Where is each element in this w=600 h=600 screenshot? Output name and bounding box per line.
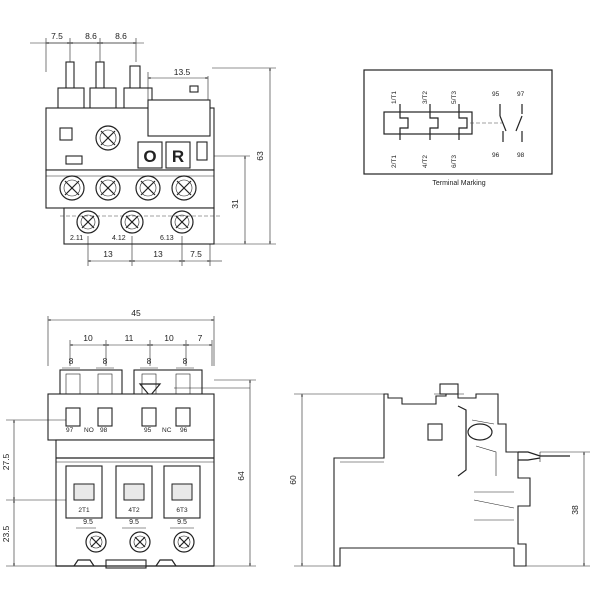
main-label-4t2: 4T2 [128,507,140,514]
side-view: 60 38 [288,383,590,567]
dim-10-a: 10 [83,333,93,343]
dim-23-5: 23.5 [1,525,11,542]
dim-11: 11 [125,333,134,343]
terminal-2-11: 2.11 [70,235,83,242]
dim-8-6-first: 8.6 [85,31,97,41]
top-terminal-posts [57,61,153,111]
heater-elements [383,104,502,140]
screw-icon [85,531,107,553]
dim-13-5: 13.5 [174,67,191,77]
screw-icon [120,210,144,234]
aux-label-97: 97 [66,427,74,434]
screw-icon [170,210,194,234]
label-2-t1: 2/T1 [391,155,398,168]
main-label-6t3: 6T3 [176,507,188,514]
dim-45: 45 [131,308,141,318]
aux-label-no: NO [84,427,94,434]
label-1-t1: 1/T1 [391,91,398,104]
dim-7-5-bottom: 7.5 [190,249,202,259]
terminal-marking-caption: Terminal Marking [432,180,485,187]
dim-60: 60 [288,475,298,485]
aux-label-96: 96 [180,427,188,434]
aux-97: 97 [517,91,525,98]
lower-terminal-block: 2.11 4.12 6.13 [60,207,222,245]
label-6-t3: 6/T3 [451,155,458,168]
dim-7: 7 [198,333,203,343]
relay-body-top-view: O R [45,85,215,209]
dim-7-5-top: 7.5 [51,31,63,41]
dim-9-5-b: 9.5 [129,519,139,526]
button-r-label: R [172,147,184,166]
front-view: 45 10 11 10 7 8 8 8 8 [1,308,256,569]
screw-icon [95,175,121,201]
screw-icon [173,531,195,553]
dim-63: 63 [255,151,265,161]
main-label-2t1: 2T1 [78,507,90,514]
aux-label-nc: NC [162,427,172,434]
aux-label-95: 95 [144,427,152,434]
dim-8-b: 8 [103,356,108,366]
aux-label-98: 98 [100,427,108,434]
dim-13-5-group: 13.5 [147,67,209,100]
dim-27-5: 27.5 [1,453,11,470]
screw-row-upper [59,175,197,201]
dim-9-5-c: 9.5 [177,519,187,526]
dim-8-d: 8 [183,356,188,366]
dim-13-left: 13 [103,249,113,259]
dim-9-5-a: 9.5 [83,519,93,526]
aux-96: 96 [492,152,500,159]
screw-icon [171,175,197,201]
screw-icon [59,175,85,201]
dim-13-right: 13 [153,249,163,259]
label-5-t3: 5/T3 [451,91,458,104]
dim-8-6-second: 8.6 [115,31,127,41]
dim-10-b: 10 [164,333,174,343]
top-dimension-chain: 7.5 8.6 8.6 [30,31,144,72]
terminal-6-13: 6.13 [160,235,174,242]
dim-38: 38 [570,505,580,515]
bottom-dimension-chain: 13 13 7.5 [87,236,222,266]
dim-31: 31 [230,199,240,209]
screw-icon [76,210,100,234]
label-3-t2: 3/T2 [422,91,429,104]
screw-icon [129,531,151,553]
screw-icon [135,175,161,201]
button-o-label: O [143,147,156,166]
terminal-marking-schematic: 1/T1 3/T2 5/T3 2/T1 4/T2 6/T3 95 97 9 [363,69,553,187]
vertical-dims-right: 63 31 [212,67,276,245]
aux-95: 95 [492,91,500,98]
dim-8-c: 8 [147,356,152,366]
label-4-t2: 4/T2 [422,155,429,168]
aux-98: 98 [517,152,525,159]
aux-contacts: 95 97 96 98 [492,91,525,159]
top-left-view: 7.5 8.6 8.6 13.5 [30,31,276,266]
terminal-4-12: 4.12 [112,235,126,242]
dim-8-a: 8 [69,356,74,366]
dim-64: 64 [236,471,246,481]
